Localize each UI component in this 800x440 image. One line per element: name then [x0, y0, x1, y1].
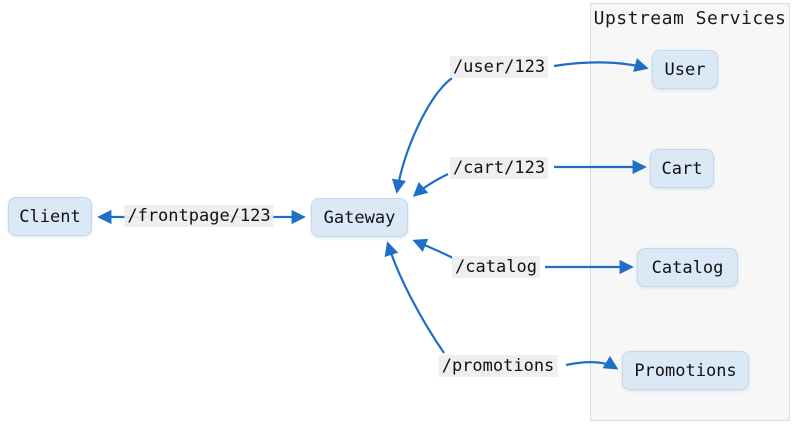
edge-user-to-gateway — [391, 77, 453, 194]
edge-cart-to-gateway — [412, 173, 449, 197]
edge-catalog-to-gateway — [412, 238, 454, 259]
edge-user-label-to-user — [553, 58, 649, 72]
edge-label-catalog: /catalog — [452, 256, 540, 278]
edge-label-frontpage: /frontpage/123 — [124, 205, 274, 227]
edge-label-promotions: /promotions — [438, 355, 558, 377]
node-gateway: Gateway — [311, 198, 408, 237]
node-client: Client — [8, 197, 92, 236]
edge-promotions-label-to-promotions — [565, 355, 619, 370]
node-cart: Cart — [650, 149, 714, 188]
node-promotions: Promotions — [622, 351, 749, 390]
node-catalog: Catalog — [637, 248, 738, 287]
node-user: User — [652, 50, 718, 89]
edge-label-user: /user/123 — [449, 56, 549, 78]
edge-label-cart: /cart/123 — [449, 157, 549, 179]
edge-promotions-to-gateway — [384, 241, 445, 354]
upstream-services-title: Upstream Services — [593, 8, 787, 29]
